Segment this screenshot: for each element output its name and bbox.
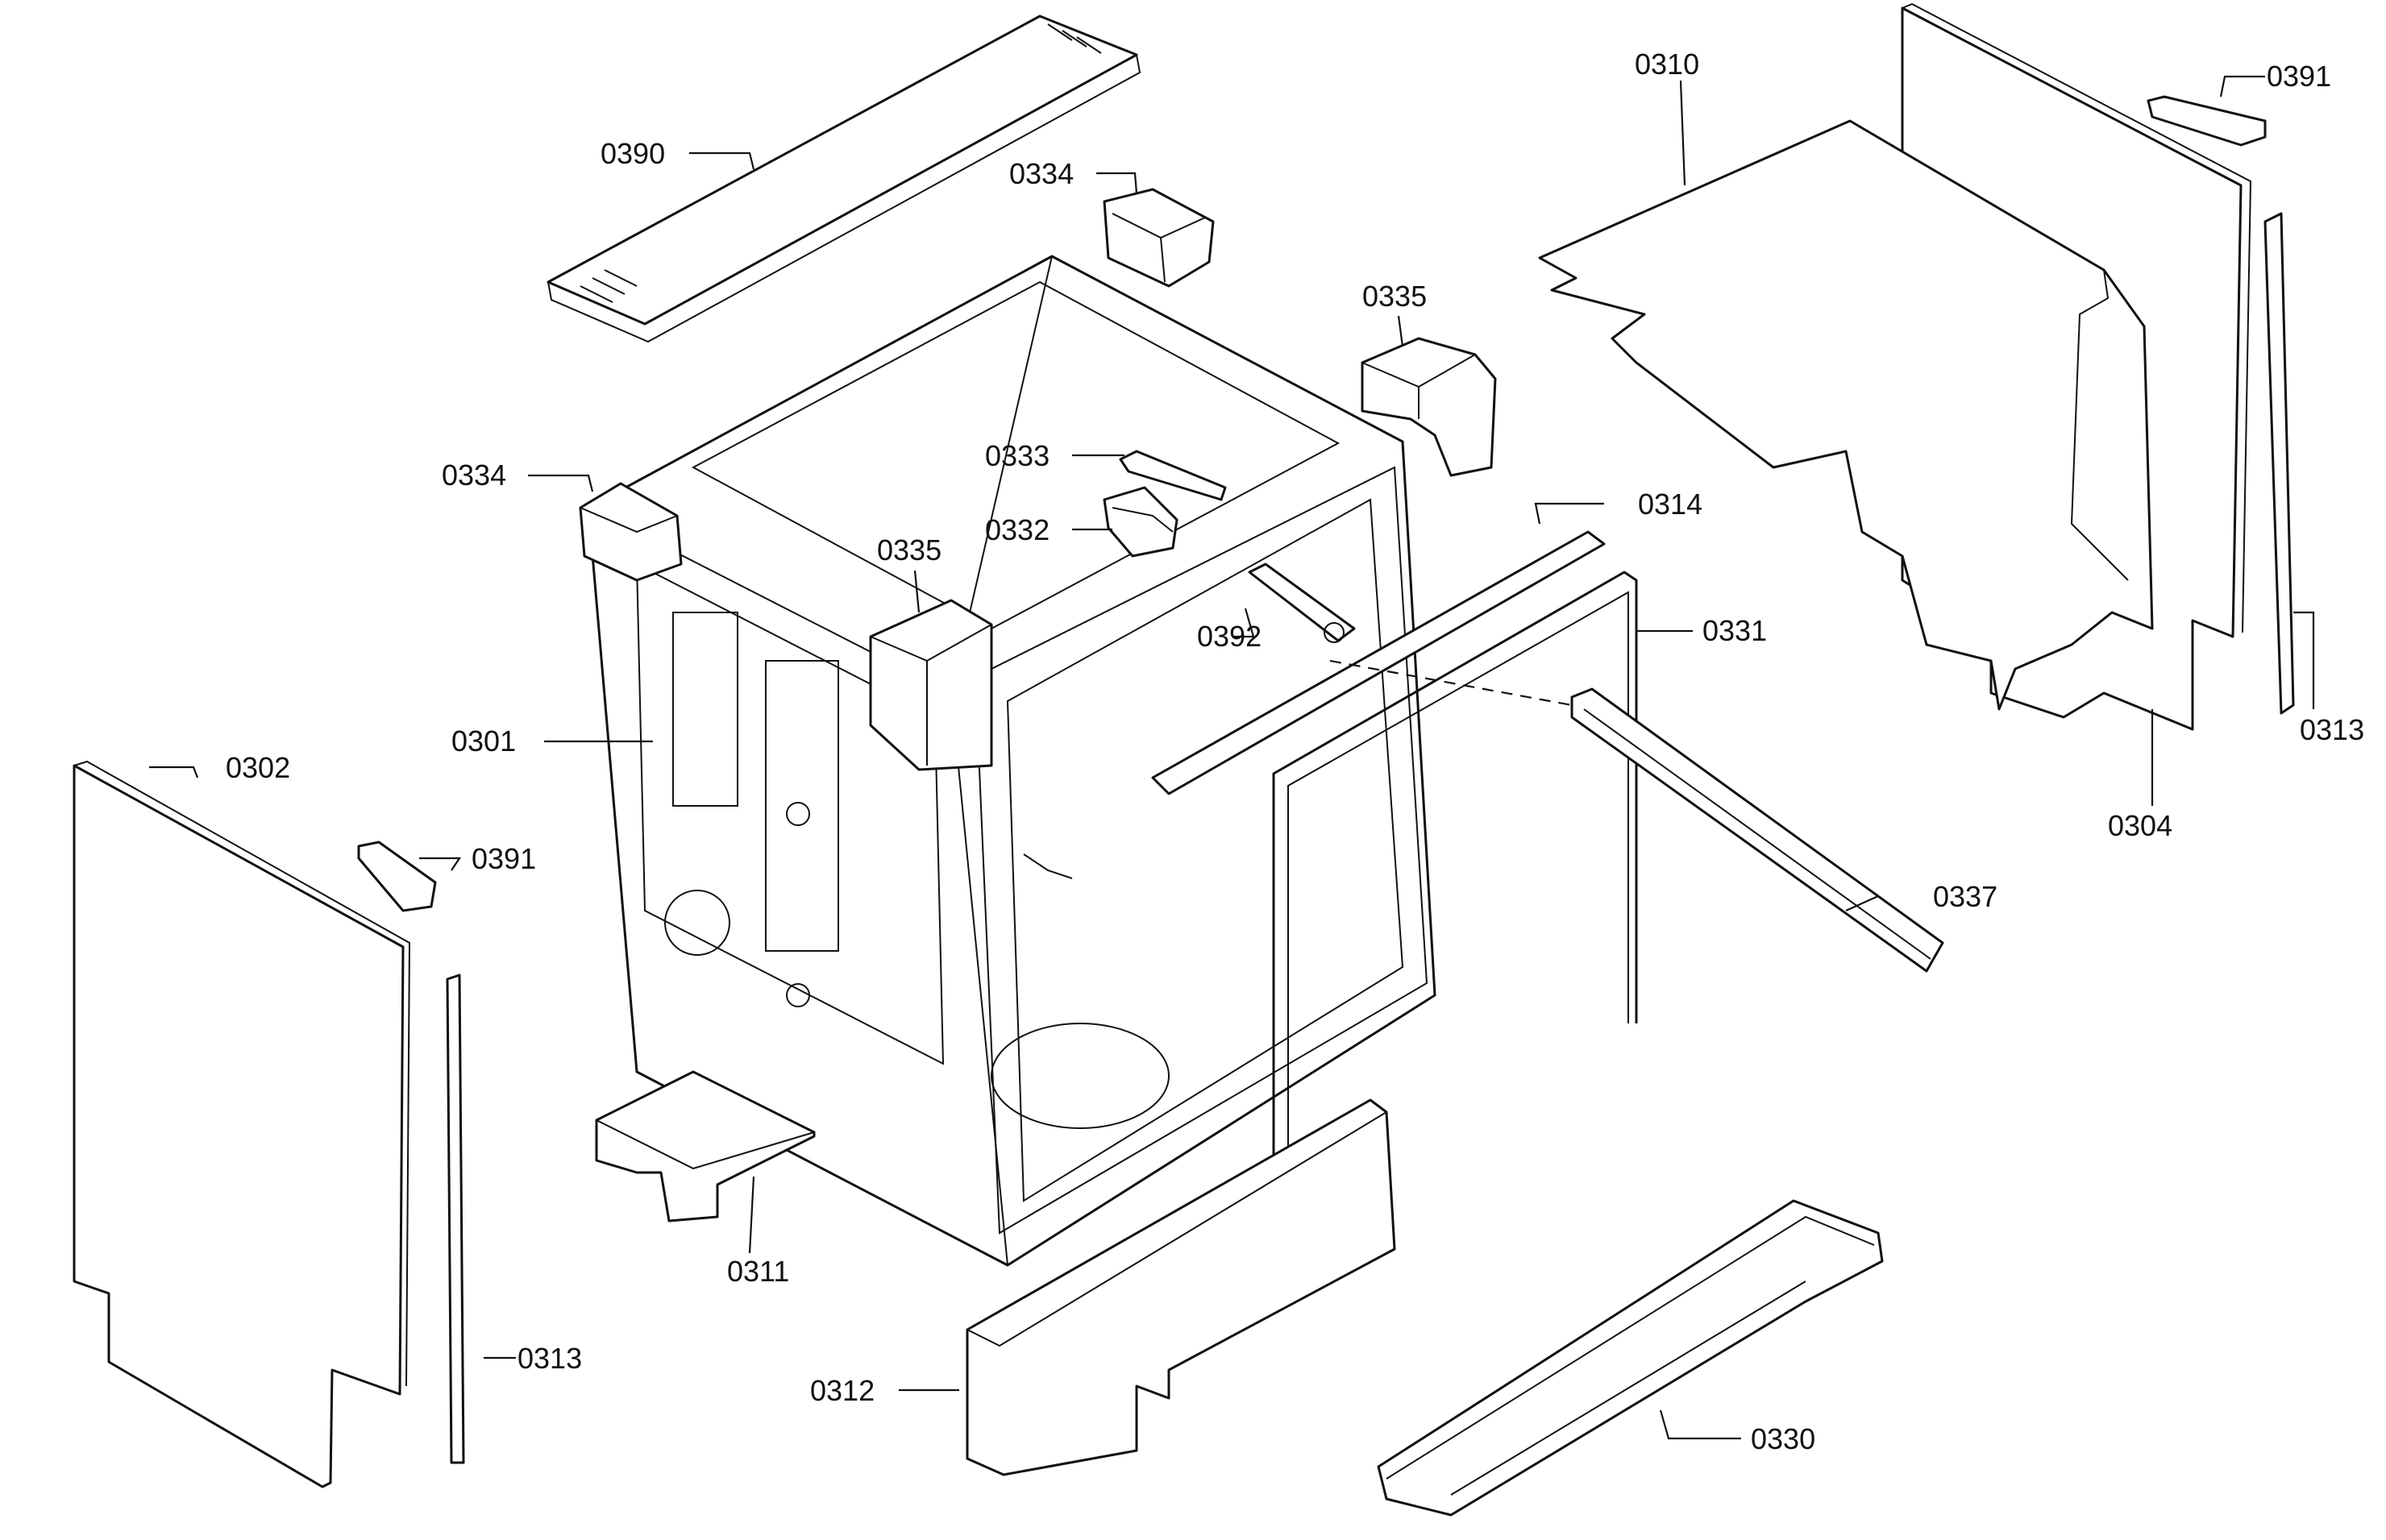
label-0390: 0390 [601, 137, 665, 170]
label-0331: 0331 [1702, 614, 1767, 647]
label-0391-left: 0391 [472, 842, 536, 875]
part-0313-strip-right [2263, 212, 2295, 715]
part-labels: 0390 0334 0335 0333 0332 0334 0335 0392 … [226, 48, 2364, 1455]
part-0301-main-tub [587, 255, 1436, 1267]
label-0311: 0311 [727, 1255, 789, 1288]
label-0313-left: 0313 [518, 1342, 582, 1375]
part-0337-slide-rail [1570, 687, 1944, 973]
assembly-line [1329, 659, 1573, 707]
label-0310: 0310 [1635, 48, 1699, 81]
part-0312-front-insulation [966, 1098, 1396, 1476]
part-0334-clip-upper [1103, 188, 1215, 288]
label-0335-right: 0335 [1362, 280, 1427, 313]
part-0332-latch [1103, 486, 1178, 558]
part-0313-strip-left [446, 973, 465, 1464]
part-0335-spacer-right [1361, 337, 1497, 477]
part-0311-base-block [595, 1070, 816, 1222]
label-0314: 0314 [1638, 488, 1702, 521]
label-0302: 0302 [226, 751, 290, 784]
label-0301: 0301 [451, 724, 516, 758]
label-0313-right: 0313 [2300, 713, 2364, 746]
part-0302-side-panel-left [73, 760, 411, 1488]
part-0334-clip-left [579, 482, 683, 582]
label-0333: 0333 [985, 439, 1050, 472]
part-0314-rail [1151, 530, 1606, 795]
label-0330: 0330 [1751, 1422, 1815, 1455]
label-0334-left: 0334 [442, 459, 506, 492]
label-0337: 0337 [1933, 880, 1997, 913]
label-0392: 0392 [1197, 620, 1262, 653]
label-0332: 0332 [985, 513, 1050, 546]
label-0304: 0304 [2108, 809, 2172, 842]
part-0391-clip-left [357, 841, 437, 912]
label-0334-upper: 0334 [1009, 157, 1074, 190]
label-0391-right: 0391 [2267, 60, 2331, 93]
part-0392-hinge [1248, 562, 1356, 643]
part-0310-insulation-sheet [1538, 119, 2154, 711]
leader-lines [149, 75, 2315, 1440]
label-0335-center: 0335 [877, 533, 942, 567]
part-0330-kick-plate [1377, 1199, 1884, 1517]
part-0335-spacer-center [869, 599, 993, 771]
label-0312: 0312 [810, 1374, 875, 1407]
part-0391-clip-right [2147, 95, 2267, 147]
part-0333-bracket [1119, 450, 1227, 501]
part-0390-top-panel [547, 15, 1141, 343]
